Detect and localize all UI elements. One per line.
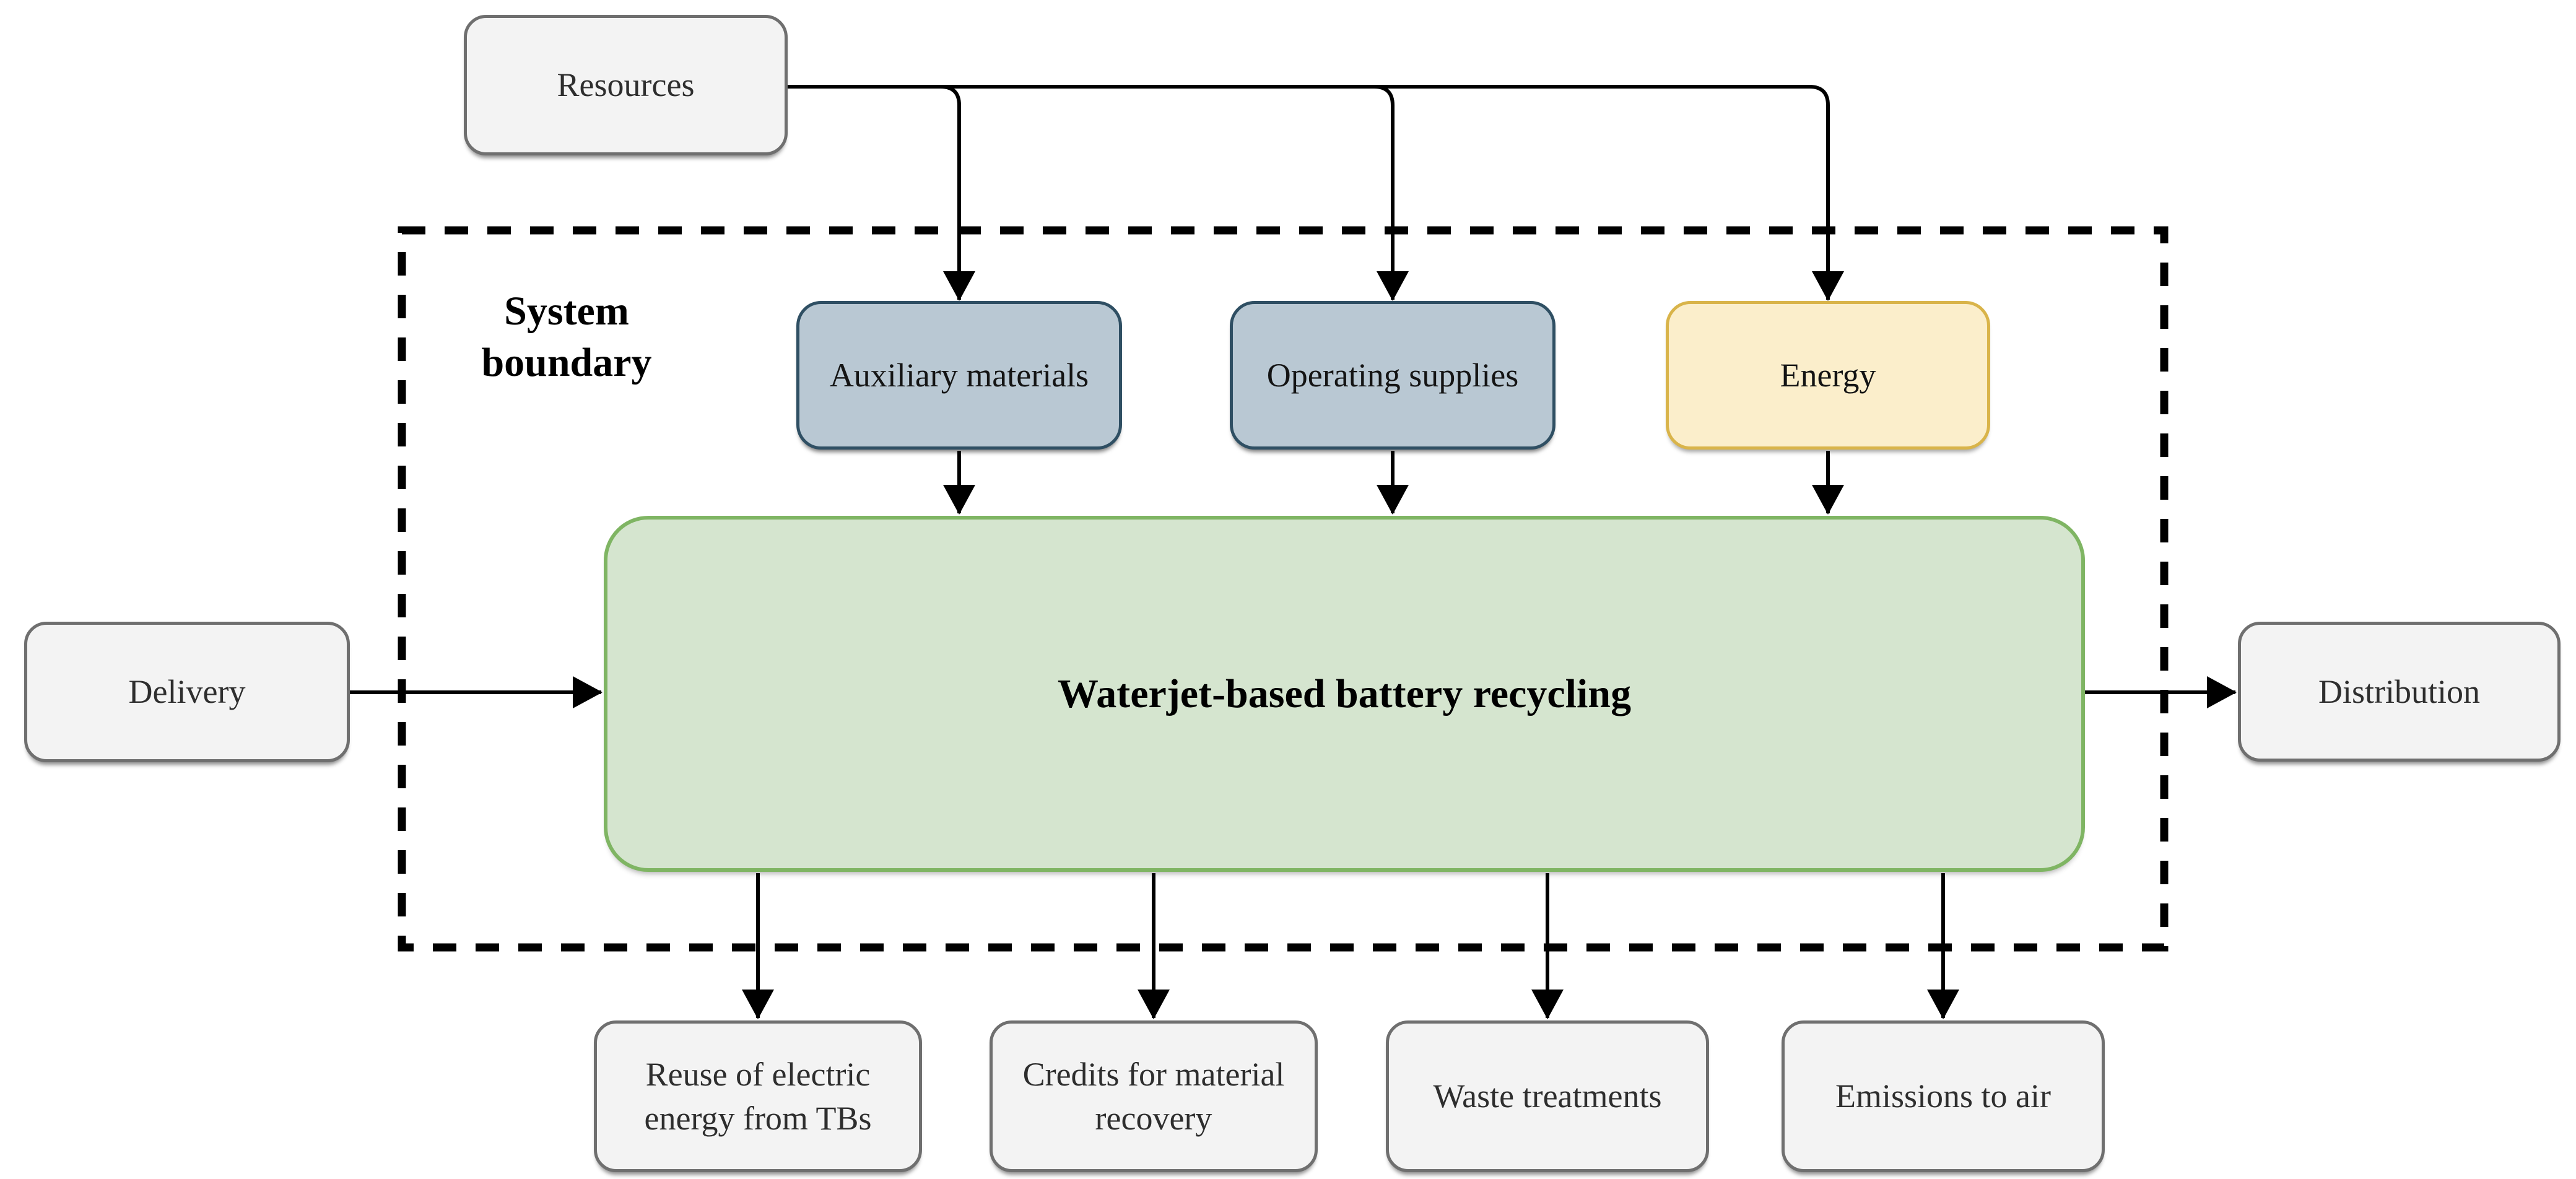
- node-process: Waterjet-based battery recycling: [604, 516, 2085, 872]
- node-energy: Energy: [1666, 301, 1990, 450]
- node-energy-label: Energy: [1780, 356, 1876, 394]
- system-boundary-label: System boundary: [481, 289, 652, 385]
- node-distribution-label: Distribution: [2318, 672, 2480, 710]
- node-resources-label: Resources: [557, 66, 695, 104]
- node-auxiliary-materials-label: Auxiliary materials: [829, 356, 1089, 394]
- node-emissions-air-label: Emissions to air: [1835, 1077, 2051, 1115]
- node-reuse-energy: Reuse of electric energy from TBs: [594, 1020, 922, 1172]
- node-process-label: Waterjet-based battery recycling: [1057, 671, 1632, 716]
- node-resources: Resources: [464, 15, 788, 155]
- node-delivery-label: Delivery: [128, 673, 246, 711]
- node-credits-recovery-label: Credits for material recovery: [1022, 1056, 1285, 1137]
- arrow-resources-to-energy: [788, 85, 1844, 301]
- node-credits-recovery: Credits for material recovery: [990, 1020, 1318, 1172]
- node-reuse-energy-label: Reuse of electric energy from TBs: [644, 1056, 872, 1137]
- node-waste-treatments: Waste treatments: [1386, 1020, 1709, 1172]
- node-delivery: Delivery: [24, 622, 350, 762]
- arrow-resources-to-auxiliary-materials: [940, 85, 975, 301]
- node-waste-treatments-label: Waste treatments: [1433, 1077, 1662, 1115]
- node-operating-supplies-label: Operating supplies: [1266, 356, 1519, 394]
- node-auxiliary-materials: Auxiliary materials: [796, 301, 1122, 450]
- node-distribution: Distribution: [2238, 622, 2561, 762]
- arrow-resources-to-operating-supplies: [1373, 85, 1409, 301]
- node-emissions-air: Emissions to air: [1782, 1020, 2105, 1172]
- node-operating-supplies: Operating supplies: [1230, 301, 1556, 450]
